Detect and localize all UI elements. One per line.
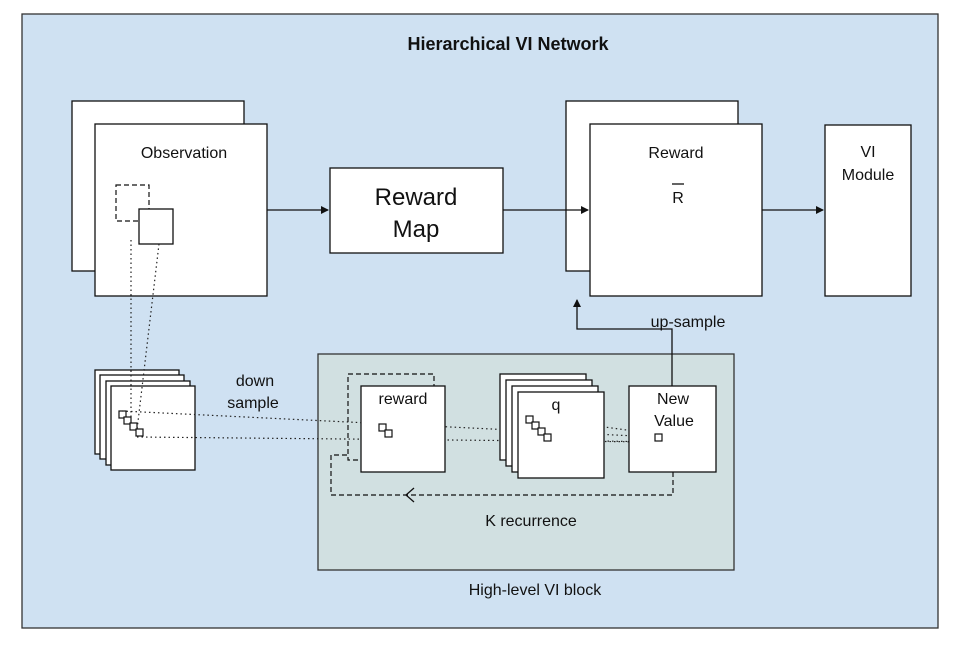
vi-module-label-line2: Module xyxy=(842,167,895,184)
new-value-label-line1: New xyxy=(657,391,689,408)
vi-module-label-line1: VI xyxy=(860,144,875,161)
block-reward-label: reward xyxy=(379,391,428,408)
down-sample-label-line1: down xyxy=(236,373,274,390)
observation-window-dashed xyxy=(115,184,150,222)
diagram-title: Hierarchical VI Network xyxy=(407,34,609,54)
observation-label: Observation xyxy=(141,145,227,162)
new-value-box xyxy=(628,385,717,473)
new-value-label-line2: Value xyxy=(654,413,694,430)
new-value-cell xyxy=(654,433,663,442)
reward-label: Reward xyxy=(648,145,703,162)
block-reward-stack: reward xyxy=(347,373,446,473)
high-level-vi-block-label: High-level VI block xyxy=(469,582,603,599)
downsampled-stack xyxy=(94,369,196,471)
up-sample-label: up-sample xyxy=(651,314,726,331)
reward-map-label-line2: Map xyxy=(393,216,440,243)
reward-stack: Reward R xyxy=(565,100,763,297)
k-recurrence-arrowhead xyxy=(405,487,415,503)
q-label: q xyxy=(552,397,561,414)
down-sample-label-line2: sample xyxy=(227,395,279,412)
reward-map-label-line1: Reward xyxy=(375,184,458,211)
up-sample-arrow xyxy=(573,299,673,386)
observation-window xyxy=(138,208,174,245)
q-stack: q xyxy=(499,373,605,479)
observation-stack: Observation xyxy=(71,100,268,297)
k-recurrence-label: K recurrence xyxy=(485,513,577,530)
reward-symbol: R xyxy=(672,190,684,207)
k-recurrence-loop xyxy=(330,454,674,496)
vi-module-box xyxy=(824,124,912,297)
